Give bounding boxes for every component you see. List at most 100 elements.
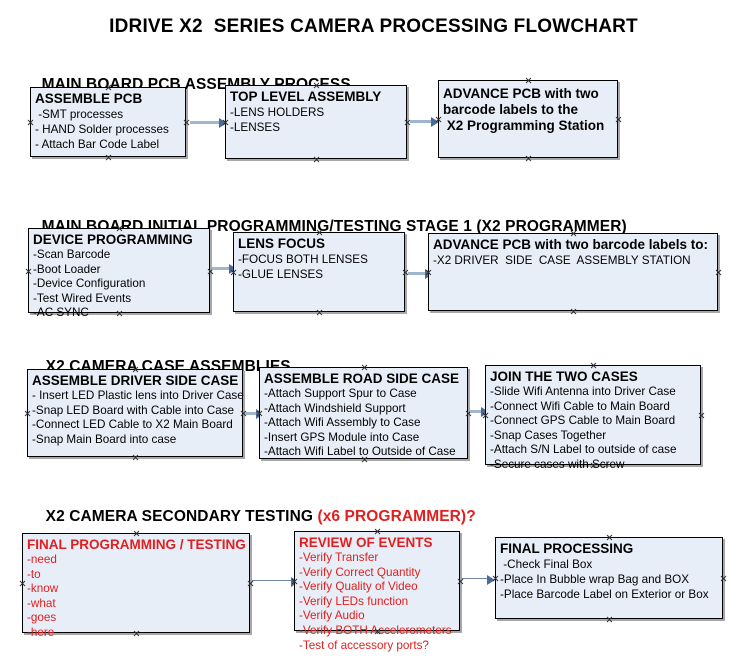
- node-title: ADVANCE PCB with two: [443, 86, 599, 101]
- node-line: -LENSES: [230, 121, 281, 135]
- node-advance-pcb-to-x2-programming-station[interactable]: ADVANCE PCB with two barcode labels to t…: [438, 80, 618, 158]
- connector-driver-case-to-road-case: [245, 408, 264, 419]
- resize-handle-left[interactable]: [19, 580, 26, 587]
- section-heading-x2-camera-secondary-testing: X2 CAMERA SECONDARY TESTING (x6 PROGRAMM…: [28, 490, 476, 544]
- node-line: -Device Configuration: [33, 277, 146, 291]
- node-title: JOIN THE TWO CASES: [490, 369, 638, 384]
- node-line: -Connect LED Cable to X2 Main Board: [32, 418, 233, 432]
- node-line: -AC SYNC: [33, 306, 89, 320]
- resize-handle-bottom[interactable]: [316, 309, 323, 316]
- node-line: -GLUE LENSES: [238, 268, 324, 282]
- node-line: -Connect GPS Cable to Main Board: [490, 414, 676, 428]
- page-title: IDRIVE X2 SERIES CAMERA PROCESSING FLOWC…: [109, 16, 638, 37]
- resize-handle-bottom[interactable]: [606, 616, 613, 623]
- node-line: -Check Final Box: [500, 558, 593, 571]
- node-line: -to: [27, 567, 41, 581]
- node-line: -Snap Main Board into case: [32, 432, 177, 446]
- node-line: -Verify Audio: [299, 609, 365, 623]
- node-line: -Test Wired Events: [33, 291, 132, 305]
- resize-handle-left[interactable]: [256, 410, 263, 417]
- node-line: -Boot Loader: [33, 262, 101, 276]
- node-line-overflow: -Test of accessory ports?: [299, 638, 429, 652]
- resize-handle-right[interactable]: [715, 269, 722, 276]
- node-final-processing[interactable]: FINAL PROCESSING -Check Final Box -Place…: [495, 537, 723, 619]
- node-line: -Verify LEDs function: [299, 594, 409, 608]
- node-line: -Connect Wifi Cable to Main Board: [490, 399, 670, 413]
- resize-handle-left[interactable]: [222, 119, 229, 126]
- node-assemble-driver-side-case[interactable]: ASSEMBLE DRIVER SIDE CASE - Insert LED P…: [24, 369, 244, 457]
- node-title: ASSEMBLE PCB: [35, 91, 143, 106]
- resize-handle-bottom[interactable]: [525, 155, 532, 162]
- resize-handle-left[interactable]: [25, 268, 32, 275]
- node-review-of-events[interactable]: REVIEW OF EVENTS -Verify Transfer -Verif…: [291, 531, 460, 652]
- connector-road-case-to-join-cases: [470, 406, 489, 417]
- node-advance-pcb-to-driver-side-case-station[interactable]: ADVANCE PCB with two barcode labels to: …: [428, 233, 718, 311]
- node-line: -Secure cases with Screw: [490, 457, 625, 471]
- resize-handle-bottom[interactable]: [132, 454, 139, 461]
- node-device-programming[interactable]: DEVICE PROGRAMMING -Scan Barcode -Boot L…: [25, 228, 210, 319]
- node-line: -Place In Bubble wrap Bag and BOX: [500, 573, 690, 587]
- node-assemble-road-side-case[interactable]: ASSEMBLE ROAD SIDE CASE -Attach Support …: [259, 367, 468, 459]
- resize-handle-left[interactable]: [492, 575, 499, 582]
- node-line: -Verify Quality of Video: [299, 580, 418, 594]
- node-line: -what: [27, 596, 56, 610]
- arrow-head-icon: [487, 574, 495, 585]
- node-line: -Attach Support Spur to Case: [264, 387, 417, 400]
- node-final-programming-testing[interactable]: FINAL PROGRAMMING / TESTING -need -to -k…: [19, 533, 250, 639]
- node-lens-focus[interactable]: LENS FOCUS -FOCUS BOTH LENSES -GLUE LENS…: [233, 232, 405, 312]
- node-line: -Place Barcode Label on Exterior or Box: [500, 588, 709, 602]
- resize-handle-top[interactable]: [606, 534, 613, 541]
- node-title: ASSEMBLE DRIVER SIDE CASE: [32, 373, 239, 388]
- node-line: barcode labels to the: [443, 102, 579, 117]
- node-line: -Snap Cases Together: [490, 428, 607, 442]
- node-title: FINAL PROCESSING: [500, 541, 634, 556]
- node-line: X2 Programming Station: [443, 118, 605, 133]
- node-title: ADVANCE PCB with two barcode labels to:: [433, 237, 709, 252]
- node-title: FINAL PROGRAMMING / TESTING: [27, 537, 246, 552]
- resize-handle-bottom[interactable]: [313, 156, 320, 163]
- node-line: - Attach Bar Code Label: [35, 138, 160, 152]
- node-title: DEVICE PROGRAMMING: [33, 232, 193, 247]
- node-line: - HAND Solder processes: [35, 123, 169, 137]
- node-line: -Verify Transfer: [299, 551, 379, 564]
- node-line: - Insert LED Plastic lens into Driver Ca…: [32, 389, 244, 402]
- node-line: -here: [27, 625, 55, 639]
- connector-device-programming-to-lens-focus: [212, 263, 237, 274]
- node-line: -Attach S/N Label to outside of case: [490, 443, 677, 457]
- resize-handle-left[interactable]: [425, 269, 432, 276]
- resize-handle-left[interactable]: [27, 119, 34, 126]
- node-line: -Insert GPS Module into Case: [264, 430, 420, 444]
- node-line: -Verify Correct Quantity: [299, 565, 421, 579]
- resize-handle-bottom[interactable]: [105, 154, 112, 161]
- node-join-the-two-cases[interactable]: JOIN THE TWO CASES -Slide Wifi Antenna i…: [482, 362, 701, 471]
- resize-handle-top[interactable]: [590, 362, 597, 369]
- connector-assemble-pcb-to-top-level-assembly: [190, 117, 227, 128]
- node-line: -FOCUS BOTH LENSES: [238, 253, 368, 266]
- node-top-level-assembly[interactable]: TOP LEVEL ASSEMBLY -LENS HOLDERS -LENSES: [225, 85, 407, 159]
- node-line: -Scan Barcode: [33, 248, 111, 261]
- node-line: -goes: [27, 611, 57, 625]
- resize-handle-top[interactable]: [525, 77, 532, 84]
- resize-handle-left[interactable]: [482, 412, 489, 419]
- resize-handle-left[interactable]: [230, 269, 237, 276]
- node-assemble-pcb[interactable]: ASSEMBLE PCB -SMT processes - HAND Solde…: [30, 87, 186, 157]
- section-heading-text: X2 CAMERA SECONDARY TESTING: [45, 508, 318, 525]
- resize-handle-left[interactable]: [24, 410, 31, 417]
- node-line: -Attach Windshield Support: [264, 401, 406, 415]
- node-line: -Verify BOTH Accelerometers: [299, 623, 452, 637]
- node-line: -SMT processes: [35, 108, 124, 121]
- resize-handle-left[interactable]: [291, 578, 298, 585]
- node-title: REVIEW OF EVENTS: [299, 535, 433, 550]
- node-line: -know: [27, 582, 59, 596]
- node-line: -Attach Wifi Label to Outside of Case: [264, 445, 456, 459]
- node-title: ASSEMBLE ROAD SIDE CASE: [264, 371, 460, 386]
- node-line: -LENS HOLDERS: [230, 106, 325, 119]
- connector-final-programming-to-review-of-events: [252, 576, 299, 587]
- resize-handle-left[interactable]: [435, 116, 442, 123]
- node-line: -X2 DRIVER SIDE CASE ASSEMBLY STATION: [433, 254, 691, 267]
- connector-lens-focus-to-advance-pcb: [408, 268, 433, 279]
- resize-handle-bottom[interactable]: [570, 308, 577, 315]
- node-line: -Attach Wifi Assembly to Case: [264, 416, 421, 430]
- resize-handle-top[interactable]: [361, 364, 368, 371]
